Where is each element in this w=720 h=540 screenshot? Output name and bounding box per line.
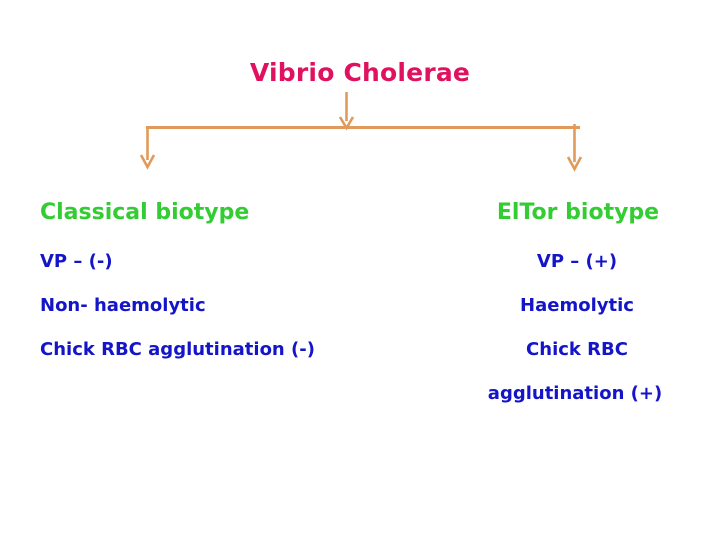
classical-trait-haemolysis: Non- haemolytic (40, 295, 206, 316)
classical-trait-vp: VP – (-) (40, 251, 113, 272)
eltor-trait-chick-rbc: Chick RBC (526, 339, 628, 360)
column-eltor-biotype: ElTor biotype VP – (+) Haemolytic Chick … (440, 196, 720, 416)
page-title: Vibrio Cholerae (249, 58, 471, 87)
column-heading-classical: Classical biotype (40, 200, 250, 225)
stem-arrow-down-icon (338, 92, 355, 131)
column-heading-eltor: ElTor biotype (496, 200, 660, 225)
column-classical-biotype: Classical biotype VP – (-) Non- haemolyt… (40, 196, 400, 372)
eltor-trait-haemolysis: Haemolytic (520, 295, 634, 316)
right-branch-arrow-icon (566, 124, 583, 172)
eltor-trait-vp: VP – (+) (536, 251, 618, 272)
classical-trait-chick-rbc: Chick RBC agglutination (-) (40, 339, 315, 360)
eltor-trait-chick-rbc-continued: agglutination (+) (487, 383, 663, 404)
left-branch-arrow-icon (139, 127, 156, 170)
